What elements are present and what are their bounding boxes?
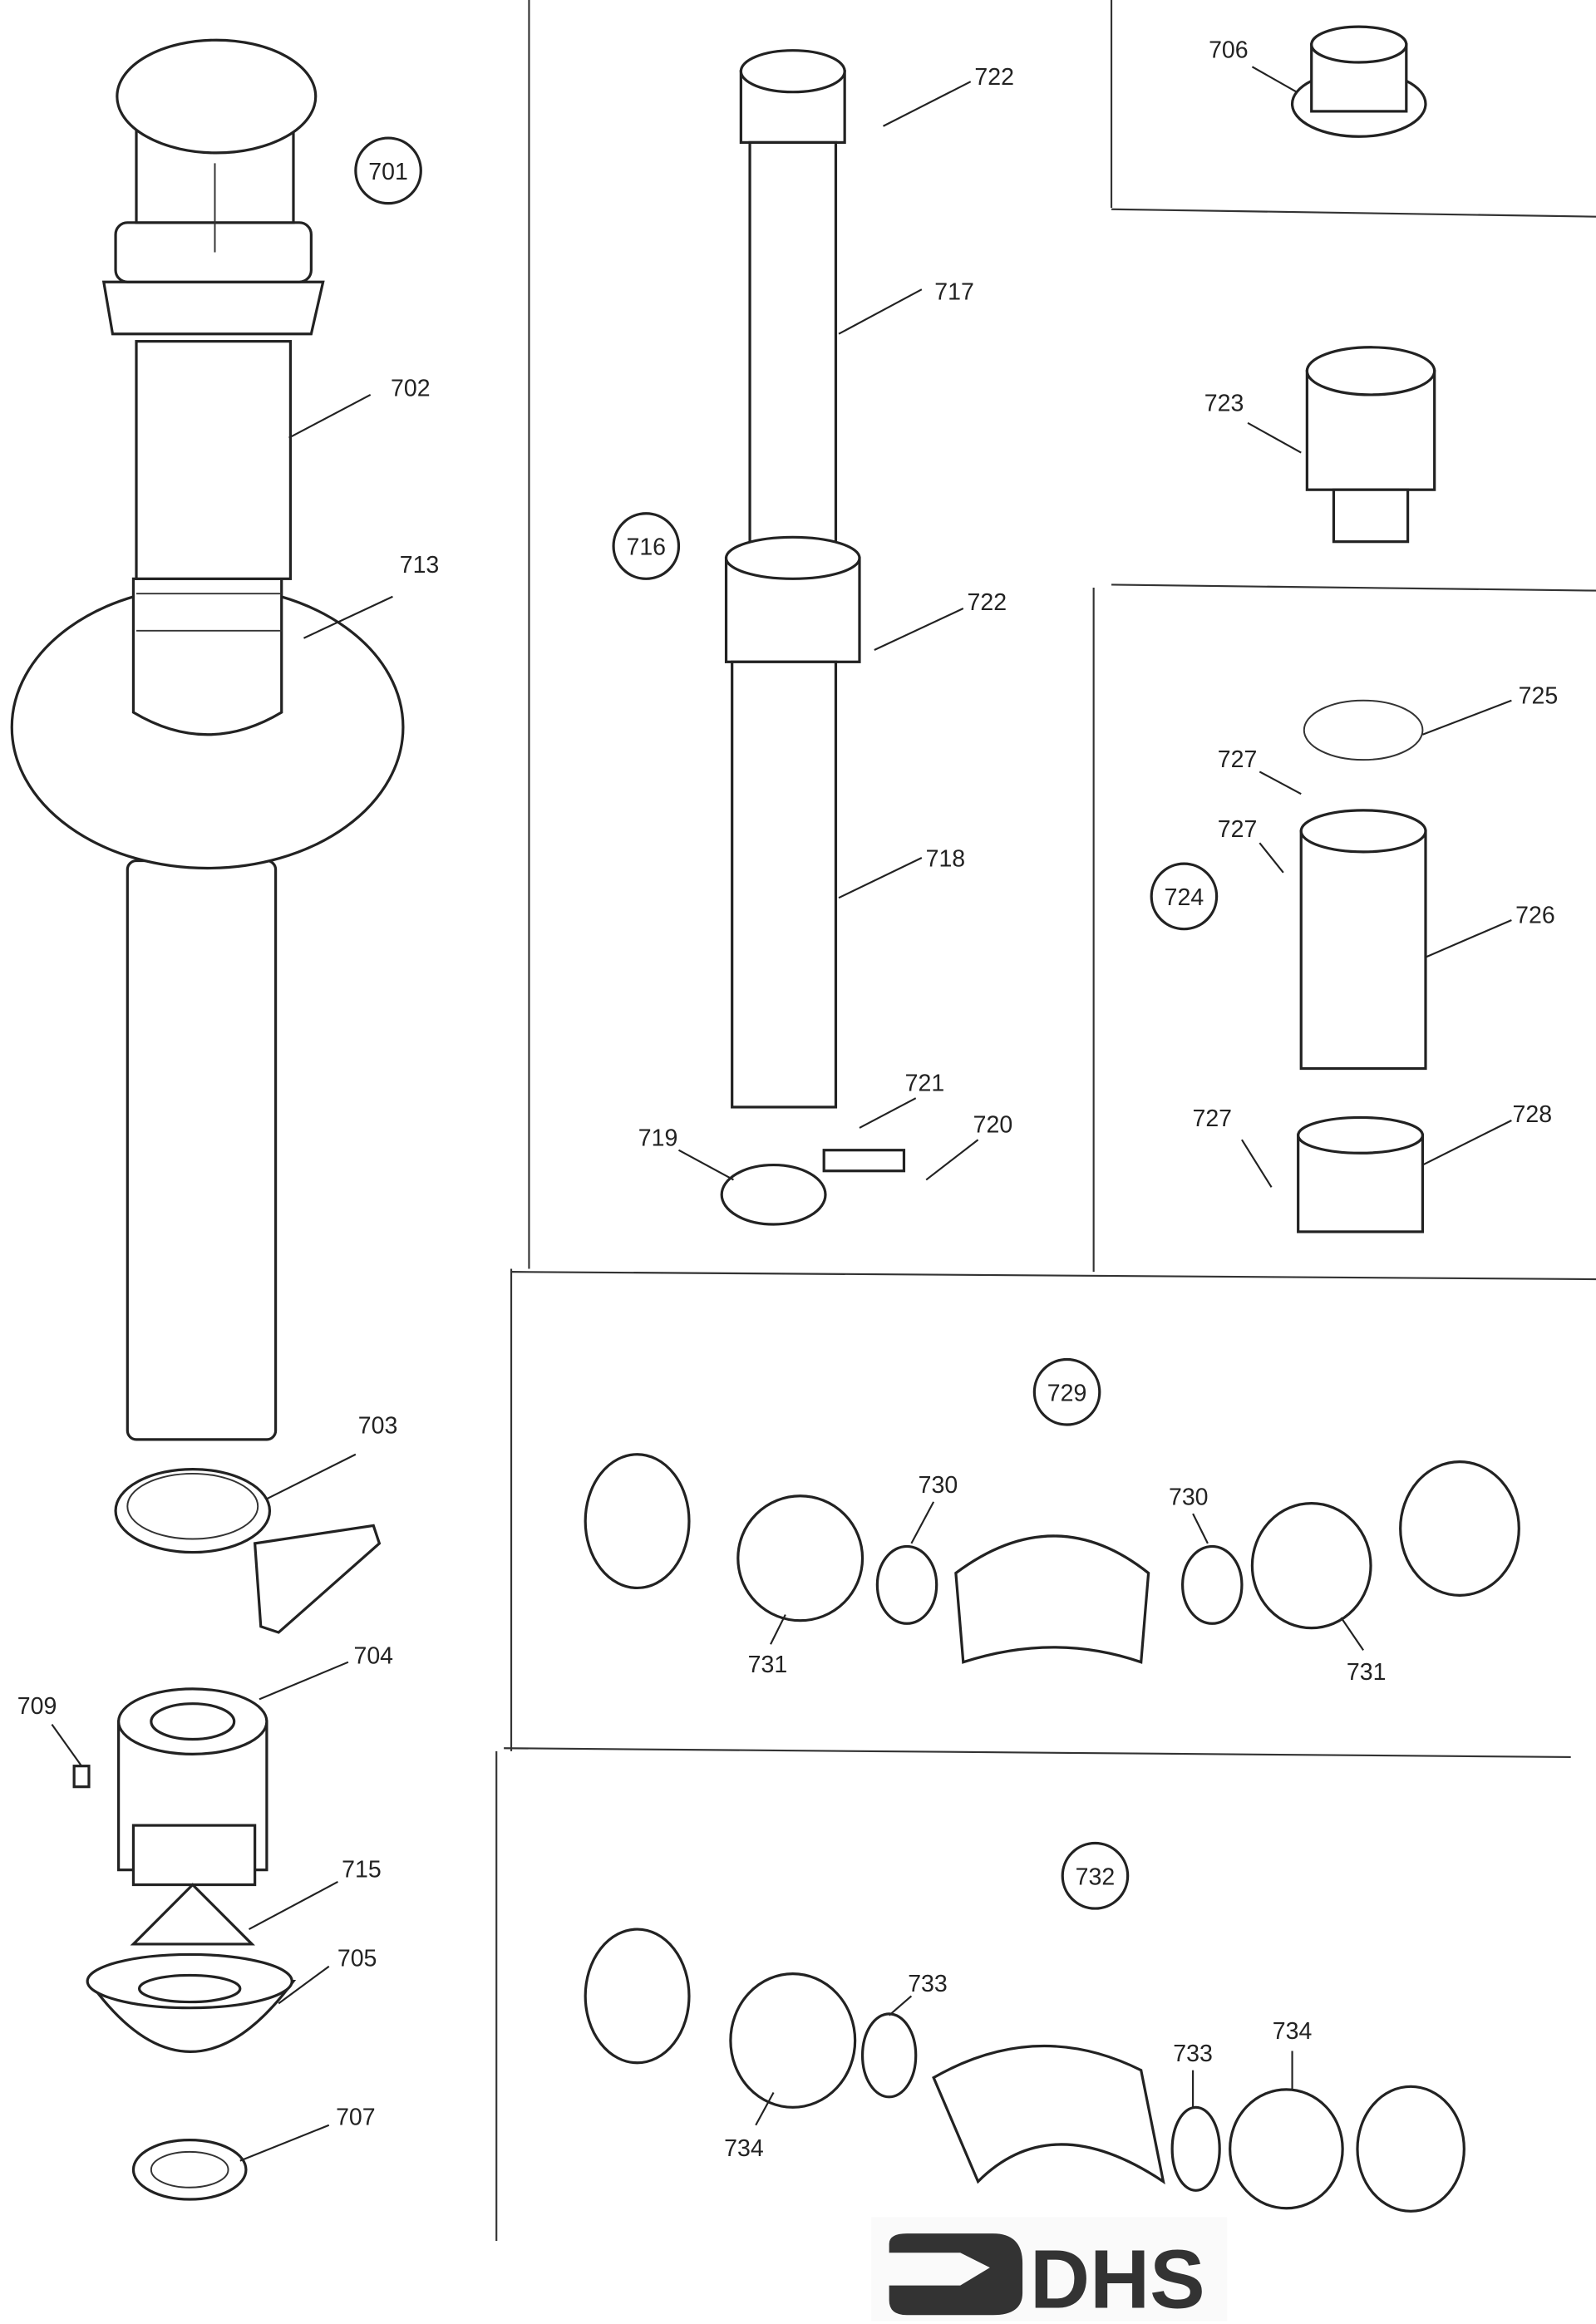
callout-707: 707 bbox=[336, 2105, 376, 2131]
assembly-circles bbox=[354, 136, 1219, 1910]
callout-702: 702 bbox=[391, 376, 431, 402]
callout-732: 732 bbox=[1076, 1864, 1116, 1890]
callout-labels: 701 702 713 703 704 709 715 705 707 722 … bbox=[17, 37, 1558, 2163]
bend-kit-729 bbox=[584, 1453, 1520, 1664]
callout-713: 713 bbox=[400, 552, 440, 579]
arrow-logo-icon bbox=[889, 2233, 1023, 2316]
callout-709: 709 bbox=[17, 1693, 57, 1720]
callout-724: 724 bbox=[1165, 884, 1204, 911]
callout-721: 721 bbox=[905, 1070, 945, 1096]
gasket-parts bbox=[86, 1880, 338, 2201]
callout-704: 704 bbox=[353, 1642, 393, 1669]
callout-706: 706 bbox=[1209, 37, 1249, 64]
callout-734: 734 bbox=[1273, 2018, 1313, 2045]
callout-734: 734 bbox=[724, 2135, 764, 2162]
callout-731: 731 bbox=[1347, 1659, 1387, 1686]
callout-723: 723 bbox=[1204, 391, 1244, 417]
callout-730: 730 bbox=[1169, 1484, 1209, 1510]
callout-726: 726 bbox=[1515, 903, 1555, 929]
callout-733: 733 bbox=[908, 1971, 948, 1997]
extension-pipes bbox=[677, 49, 979, 1226]
callout-727: 727 bbox=[1192, 1105, 1232, 1132]
callout-730: 730 bbox=[919, 1472, 958, 1499]
callout-705: 705 bbox=[337, 1946, 377, 1972]
boiler-adaptor-704 bbox=[51, 1661, 349, 1887]
dhs-logo: DHS bbox=[871, 2217, 1228, 2324]
callout-722: 722 bbox=[974, 64, 1014, 91]
callout-703: 703 bbox=[358, 1413, 398, 1440]
right-fittings bbox=[1241, 25, 1512, 1233]
callout-722: 722 bbox=[968, 589, 1007, 616]
callout-718: 718 bbox=[926, 846, 966, 873]
wall-bracket-703 bbox=[114, 1453, 382, 1634]
callout-727: 727 bbox=[1218, 816, 1258, 843]
callout-717: 717 bbox=[934, 279, 974, 306]
callout-725: 725 bbox=[1519, 682, 1559, 709]
callout-715: 715 bbox=[342, 1857, 382, 1883]
vertical-flue-terminal bbox=[10, 38, 405, 1441]
bend-kit-732 bbox=[584, 1928, 1465, 2213]
callout-729: 729 bbox=[1047, 1380, 1087, 1406]
callout-701: 701 bbox=[368, 159, 408, 185]
callout-727: 727 bbox=[1218, 746, 1258, 773]
callout-716: 716 bbox=[626, 534, 666, 561]
panel-dividers bbox=[495, 0, 1596, 2242]
callout-728: 728 bbox=[1513, 1101, 1553, 1128]
callout-719: 719 bbox=[638, 1125, 678, 1151]
callout-720: 720 bbox=[973, 1111, 1013, 1138]
callout-731: 731 bbox=[748, 1652, 788, 1678]
callout-733: 733 bbox=[1173, 2041, 1213, 2067]
logo-text: DHS bbox=[1030, 2233, 1205, 2324]
